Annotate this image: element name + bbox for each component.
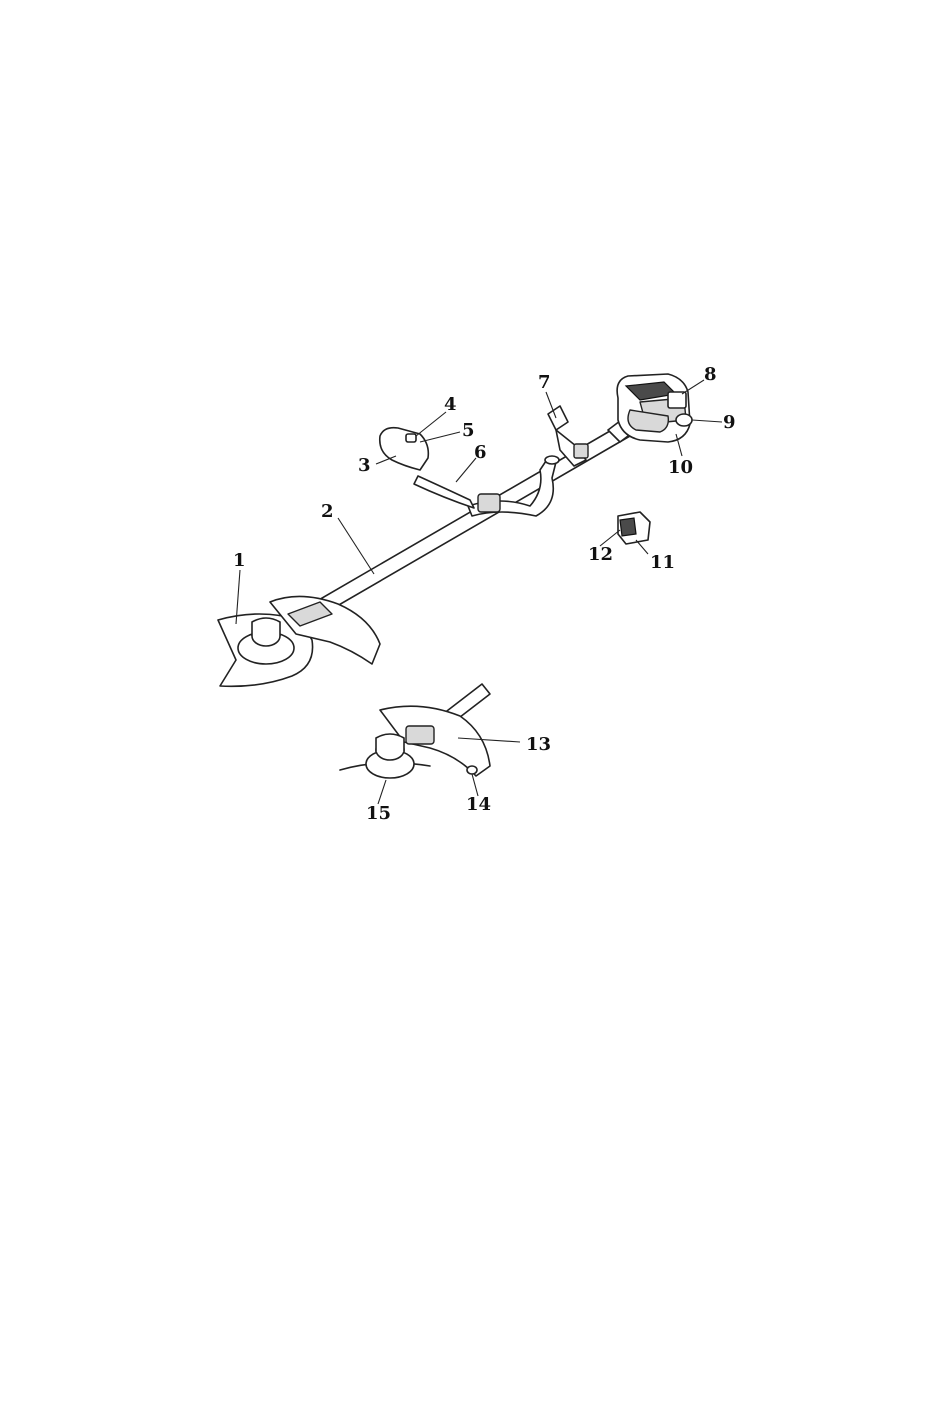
callout-2: 2 xyxy=(321,501,334,522)
callout-6: 6 xyxy=(474,442,487,463)
callout-13: 13 xyxy=(526,734,551,755)
callout-11: 11 xyxy=(650,552,675,573)
callout-7: 7 xyxy=(538,372,551,393)
trimmer-head-assembly xyxy=(340,684,490,778)
blade-head-assembly xyxy=(218,596,380,686)
callout-1: 1 xyxy=(233,550,246,571)
callout-14: 14 xyxy=(466,794,491,815)
callout-4: 4 xyxy=(444,394,457,415)
engine-unit xyxy=(608,374,692,442)
callout-3: 3 xyxy=(358,455,371,476)
callout-9: 9 xyxy=(723,412,736,433)
callout-5: 5 xyxy=(462,420,475,441)
callout-12: 12 xyxy=(588,544,613,565)
callout-15: 15 xyxy=(366,803,391,824)
callout-10: 10 xyxy=(668,457,693,478)
spare-switch-block xyxy=(618,512,650,544)
callout-8: 8 xyxy=(704,364,717,385)
